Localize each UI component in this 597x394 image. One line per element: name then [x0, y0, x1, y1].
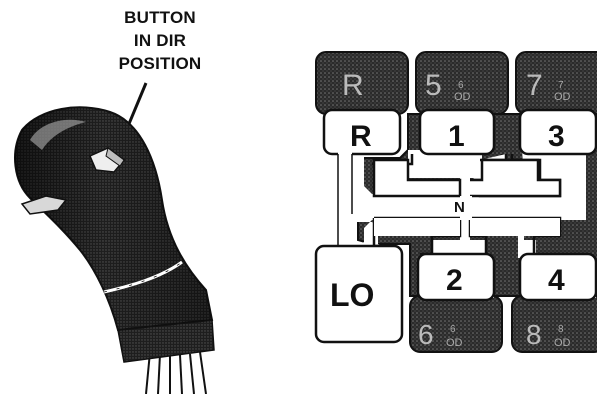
knob-highlight: [30, 119, 86, 150]
gate-2: 2: [416, 252, 496, 302]
overdrive-icon-8: OD: [554, 337, 571, 349]
callout-line-2: IN DIR: [133, 31, 187, 50]
gear-label-2: 2: [446, 264, 463, 297]
gate-1: 1: [418, 108, 496, 156]
dark-gate-8: 8 8 OD: [511, 295, 597, 353]
callout-line-1: BUTTON: [124, 8, 196, 27]
gear-label-3: 3: [548, 120, 565, 153]
dark-label-6: 6: [418, 319, 434, 350]
gate-lo: LO: [314, 244, 404, 344]
gate-3: 3: [518, 108, 597, 156]
dark-gate-7: 7 7 OD: [515, 51, 597, 115]
neck-r-lo: [338, 152, 352, 248]
dark-label-5: 5: [425, 69, 442, 102]
dark-sublabel-6: 6: [450, 324, 456, 335]
overdrive-icon-6: OD: [446, 337, 463, 349]
dark-label-r: R: [342, 69, 364, 102]
gear-label-1: 1: [448, 120, 465, 153]
side-lever: [20, 195, 68, 215]
gear-label-4: 4: [548, 264, 565, 297]
gate-4: 4: [518, 252, 597, 302]
overdrive-icon-7: OD: [554, 91, 571, 103]
dark-label-7: 7: [526, 69, 543, 102]
neutral-label: N: [454, 199, 465, 216]
overdrive-icon-5: OD: [454, 91, 471, 103]
dark-gate-6: 6 6 OD: [409, 295, 503, 353]
callout-line-3: POSITION: [118, 54, 202, 73]
gear-label-lo: LO: [330, 277, 374, 313]
dark-sublabel-5: 6: [458, 80, 464, 91]
dark-gate-r: R: [315, 51, 409, 115]
button-callout-label: BUTTON IN DIR POSITION: [100, 6, 220, 75]
dark-label-8: 8: [526, 319, 542, 350]
wire-bundle: [145, 351, 207, 394]
gear-label-r: R: [350, 120, 372, 153]
shift-pattern: R 5 6 OD 7 7 OD 6 6 OD 8 8 OD: [314, 51, 597, 353]
dir-button: [89, 147, 126, 173]
dark-gate-5: 5 6 OD: [415, 51, 509, 115]
position-indicator-stripe: [103, 260, 183, 294]
gate-r: R: [322, 108, 402, 156]
shift-knob: [14, 106, 215, 394]
cross-channel: [372, 154, 562, 256]
dark-sublabel-7: 7: [558, 80, 564, 91]
dark-sublabel-8: 8: [558, 324, 564, 335]
